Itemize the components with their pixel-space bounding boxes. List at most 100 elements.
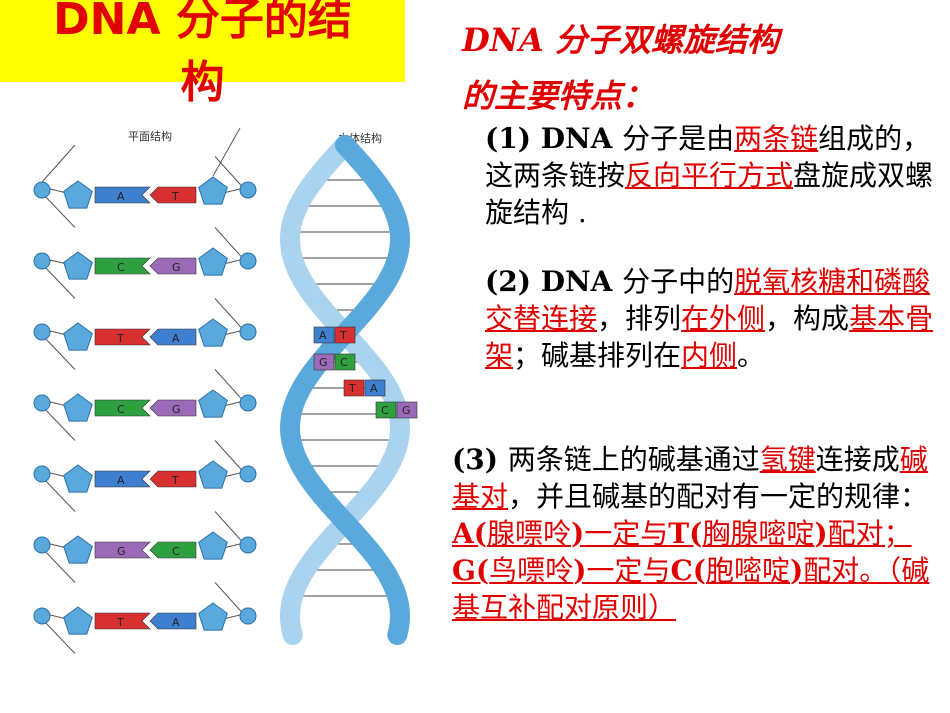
p3-answer-hydrogen-bond: 氢键: [759, 443, 816, 476]
p3-pair-2-principle: 配对。（碱基互补配对原则）: [452, 554, 930, 624]
p3-must-pair-2: 一定与: [586, 554, 671, 587]
page-title-line1: DNA 分子的结: [53, 0, 352, 45]
base-label-right: G: [172, 403, 181, 416]
deoxyribose-left: [63, 606, 93, 635]
helix-base-label-right: A: [370, 382, 378, 395]
helix-base-label-right: G: [402, 404, 411, 417]
p3-c-open: C(: [670, 554, 706, 587]
base-label-right: T: [171, 190, 179, 203]
page-title-line2: 构: [180, 57, 225, 108]
base-label-right: A: [172, 332, 180, 345]
helix-base-right: [334, 326, 356, 344]
helix-strand-back: [279, 135, 411, 645]
p2-text3: ，构成: [765, 302, 850, 335]
p2-answer-backbone-composition: 脱氧核糖和磷酸交替连接: [485, 265, 931, 335]
base-label-left: G: [117, 545, 126, 558]
helix-base-left: [343, 379, 365, 397]
caption-plane-structure: 平面结构: [128, 129, 172, 143]
p2-answer-inside: 内侧: [681, 339, 738, 372]
p2-text: 分子中的: [622, 265, 735, 298]
p3-answer-base-pair: 碱基对: [452, 443, 928, 513]
phosphate-left: [33, 536, 51, 554]
deoxyribose-right: [198, 531, 228, 560]
base-label-left: T: [116, 332, 124, 345]
p3-t-close: ): [814, 517, 828, 550]
p1-answer-two-chains: 两条链: [734, 122, 819, 155]
deoxyribose-left: [63, 180, 93, 209]
p3-g-close: ): [573, 554, 587, 587]
base-label-left: T: [116, 616, 124, 629]
p2-answer-outside: 在外侧: [681, 302, 766, 335]
base-label-left: C: [117, 403, 125, 416]
features-heading-line2: 的主要特点：: [462, 77, 655, 115]
deoxyribose-right: [198, 602, 228, 631]
p1-text: 分子是由: [622, 122, 735, 155]
p3-adenine: 腺嘌呤: [486, 517, 571, 550]
phosphate-left: [33, 607, 51, 625]
p3-guanine: 鸟嘌呤: [489, 554, 574, 587]
base-left: [94, 257, 151, 275]
base-right: [149, 541, 197, 559]
phosphate-right: [239, 607, 257, 625]
base-right: [149, 399, 197, 417]
deoxyribose-right: [198, 318, 228, 347]
p2-text2: ，排列: [597, 302, 682, 335]
base-left: [94, 328, 151, 346]
phosphate-left: [33, 252, 51, 270]
deoxyribose-right: [198, 389, 228, 418]
feature-1-paragraph: (1) DNA 分子是由两条链组成的，这两条链按反向平行方式盘旋成双螺旋结构 .: [485, 120, 935, 231]
helix-base-left: [375, 401, 397, 419]
p3-t-open: T(: [668, 517, 703, 550]
base-label-left: C: [117, 261, 125, 274]
p1-text2: 组成的，这两条链按: [485, 122, 931, 192]
p1-text3: 盘旋成双螺旋结构 .: [485, 159, 934, 229]
feature-3-paragraph: (3) 两条链上的碱基通过氢键连接成碱基对，并且碱基的配对有一定的规律： A(腺…: [452, 441, 942, 626]
p2-num: (2) DNA: [485, 265, 623, 298]
phosphate-right: [239, 536, 257, 554]
base-label-left: A: [117, 190, 125, 203]
deoxyribose-right: [198, 460, 228, 489]
base-label-right: C: [172, 545, 180, 558]
p3-thymine: 胸腺嘧啶: [702, 517, 815, 550]
helix-base-label-right: T: [339, 329, 347, 342]
p3-text2: 连接成: [815, 443, 900, 476]
p2-text5: 。: [737, 339, 766, 372]
helix-strand-front: [279, 135, 411, 645]
helix-base-left: [313, 326, 335, 344]
helix-base-left: [313, 353, 335, 371]
phosphate-right: [239, 323, 257, 341]
base-right: [149, 257, 197, 275]
deoxyribose-left: [63, 535, 93, 564]
base-left: [94, 612, 151, 630]
p3-cytosine: 胞嘧啶: [706, 554, 791, 587]
deoxyribose-left: [63, 464, 93, 493]
deoxyribose-right: [198, 247, 228, 276]
title-banner: DNA 分子的结 构: [0, 0, 405, 108]
feature-2-paragraph: (2) DNA 分子中的脱氧核糖和磷酸交替连接，排列在外侧，构成基本骨架；碱基排…: [485, 263, 935, 374]
features-heading-line1: DNA 分子双螺旋结构: [462, 21, 779, 59]
phosphate-left: [33, 181, 51, 199]
phosphate-left: [33, 394, 51, 412]
phosphate-right: [239, 394, 257, 412]
p1-answer-antiparallel: 反向平行方式: [625, 159, 794, 192]
p3-c-close: ): [790, 554, 804, 587]
base-left: [94, 399, 151, 417]
p3-a-open: A(: [452, 517, 487, 550]
phosphate-right: [239, 252, 257, 270]
base-left: [94, 470, 151, 488]
helix-base-label-left: G: [319, 356, 328, 369]
base-label-right: A: [172, 616, 180, 629]
base-right: [149, 612, 197, 630]
p1-num: (1) DNA: [485, 122, 623, 155]
p2-answer-backbone: 基本骨架: [485, 302, 934, 372]
base-right: [149, 328, 197, 346]
base-label-right: G: [172, 261, 181, 274]
deoxyribose-left: [63, 393, 93, 422]
base-right: [149, 470, 197, 488]
helix-base-right: [334, 353, 356, 371]
p3-g-open: G(: [452, 554, 490, 587]
base-label-left: A: [117, 474, 125, 487]
